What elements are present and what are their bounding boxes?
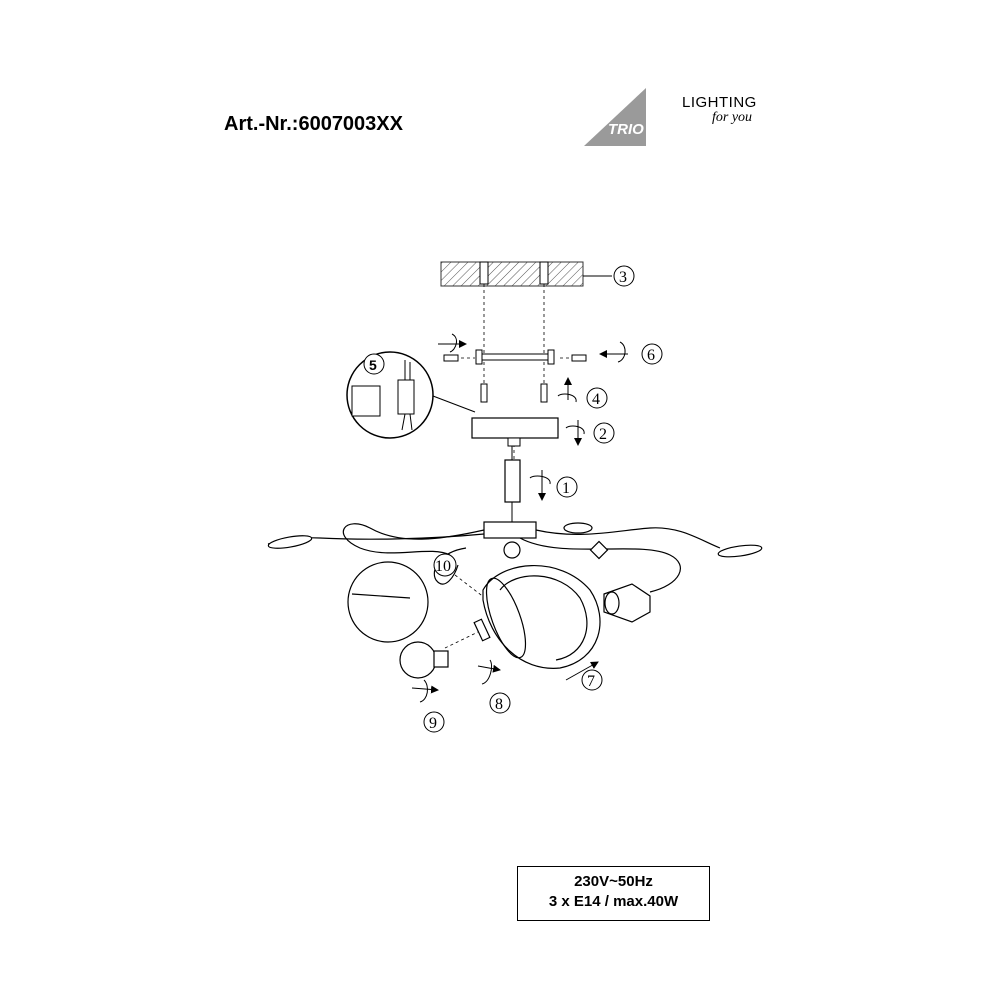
mounting-bracket — [443, 349, 587, 365]
logo-for-you: for you — [712, 110, 753, 125]
callout-7: 7 — [581, 669, 603, 691]
callout-4: 4 — [586, 387, 608, 409]
step-8-label: 8 — [495, 696, 503, 713]
callout-3: 3 — [613, 265, 635, 287]
step-4-label: 4 — [592, 391, 600, 408]
canopy — [432, 395, 559, 447]
downrod — [504, 446, 521, 522]
step-6-label: 6 — [647, 347, 655, 364]
step-2-label: 2 — [599, 426, 607, 443]
light-bulb — [399, 618, 491, 679]
guide-lines — [444, 284, 585, 649]
step-1-label: 1 — [562, 480, 570, 497]
step-3-label: 3 — [619, 269, 627, 286]
motion-arrows — [411, 333, 628, 703]
wiring-inset: 5 — [346, 351, 434, 439]
step-7-label: 7 — [587, 673, 595, 690]
glass-shades — [347, 561, 651, 669]
callout-8: 8 — [489, 692, 511, 714]
specs-box: 230V~50Hz 3 x E14 / max.40W — [517, 866, 710, 921]
step-10-label: 10 — [435, 558, 451, 575]
logo-triangle-icon: TRIO — [584, 88, 646, 146]
step-5-label: 5 — [369, 357, 377, 373]
article-number: Art.-Nr.:6007003XX — [224, 113, 403, 135]
ceiling — [440, 261, 612, 287]
callout-9: 9 — [423, 711, 445, 733]
callout-1: 1 — [556, 476, 578, 498]
specs-bulbs: 3 x E14 / max.40W — [548, 893, 679, 910]
callout-6: 6 — [641, 343, 663, 365]
callout-2: 2 — [593, 422, 615, 444]
step-9-label: 9 — [429, 715, 437, 732]
logo-lighting: LIGHTING — [682, 94, 757, 111]
specs-voltage: 230V~50Hz — [574, 873, 653, 890]
bracket-screws — [480, 383, 548, 403]
logo-brand: TRIO — [608, 121, 644, 138]
callout-10: 10 — [433, 553, 457, 577]
lamp-body — [267, 521, 763, 593]
trio-logo: TRIO LIGHTING for you — [584, 80, 804, 150]
